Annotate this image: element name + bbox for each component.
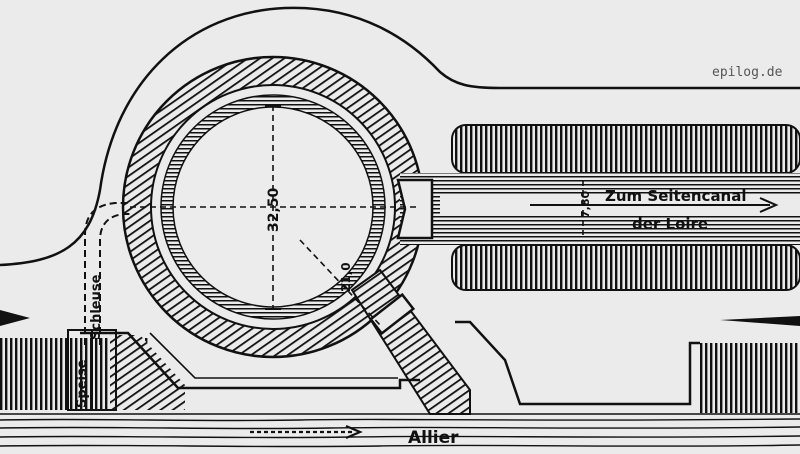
- left-spit: [0, 310, 30, 326]
- river-label: Allier: [408, 428, 459, 448]
- lock-label: Schleuse: [89, 274, 104, 340]
- river-flow-arrow: [250, 424, 363, 440]
- dimension-ticks: [265, 105, 281, 310]
- watermark: epilog.de: [712, 65, 783, 80]
- canal-bank-top: [451, 124, 800, 174]
- canal-bank-bottom: [451, 244, 800, 291]
- canal-gate: [396, 178, 434, 240]
- canal-width-label: 7,80: [579, 191, 592, 218]
- lower-wall-inner: [149, 332, 398, 379]
- lock-channel: [84, 202, 130, 345]
- channel-gate: [368, 292, 416, 336]
- diameter-label: 32,50: [266, 187, 282, 232]
- river-bank-slope: [110, 335, 185, 410]
- diagonal-channel: [350, 268, 471, 415]
- right-spit: [720, 316, 800, 326]
- canal-label-line1: Zum Seitencanal: [605, 187, 747, 205]
- lock-channel-2: [99, 213, 130, 345]
- river-water: [0, 413, 800, 448]
- inner-width-label: 21,0: [339, 262, 353, 292]
- dimension-lines: [130, 105, 584, 326]
- outer-bank-line: [0, 6, 800, 267]
- lower-wall-outer: [80, 320, 700, 406]
- canal-flow-arrow: [530, 197, 779, 213]
- weir-label: Speise: [75, 359, 90, 408]
- river-bank-right: [700, 343, 800, 413]
- canal-label-line2: der Loire: [632, 215, 708, 233]
